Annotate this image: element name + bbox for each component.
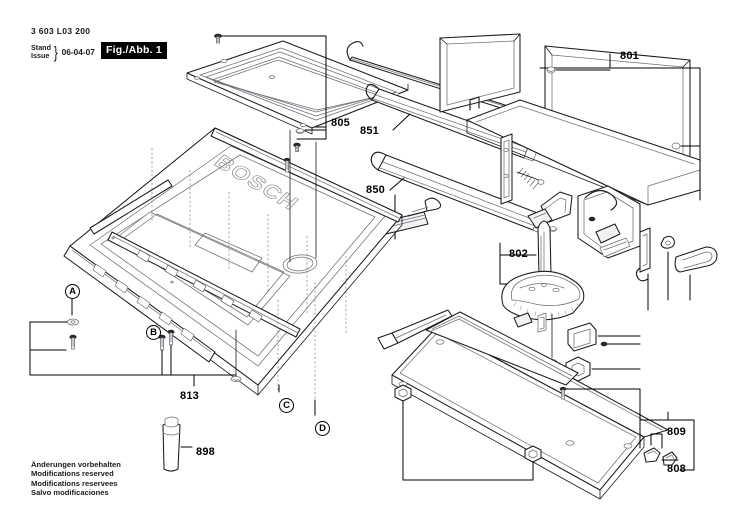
callout-label-802: 802 bbox=[509, 248, 528, 260]
callout-label-805: 805 bbox=[331, 117, 350, 129]
callout-label-801: 801 bbox=[620, 50, 639, 62]
hex-nut-mid bbox=[524, 445, 542, 463]
part-801-rear-panels bbox=[439, 33, 701, 206]
table-pins bbox=[283, 129, 317, 263]
table-clip-row-mid bbox=[136, 249, 263, 323]
issue-block: Stand Issue } 06-04-07 bbox=[31, 42, 95, 62]
stand-label: Stand bbox=[31, 43, 51, 52]
fastener-group-A bbox=[29, 295, 79, 351]
part-number: 3 603 L03 200 bbox=[31, 26, 91, 36]
disclaimer-fr: Modifications reservees bbox=[31, 478, 118, 488]
hex-nut-left bbox=[394, 384, 412, 402]
callout-label-808: 808 bbox=[667, 463, 686, 475]
disclaimer-footer: Änderungen vorbehalten Modifications res… bbox=[31, 460, 121, 497]
table-clip-row-left bbox=[92, 263, 195, 342]
right-small-parts bbox=[635, 227, 718, 311]
brace-glyph: } bbox=[53, 42, 58, 62]
part-809-extension-table bbox=[391, 311, 695, 500]
callout-label-898: 898 bbox=[196, 446, 215, 458]
callout-label-850: 850 bbox=[366, 184, 385, 196]
callout-label-813: 813 bbox=[180, 390, 199, 402]
disclaimer-de: Änderungen vorbehalten bbox=[31, 460, 121, 469]
figure-badge: Fig./Abb. 1 bbox=[101, 42, 167, 59]
callout-label-809: 809 bbox=[667, 426, 686, 438]
disclaimer-es: Salvo modificaciones bbox=[31, 487, 109, 497]
reference-mark-B: B bbox=[146, 325, 161, 340]
spring-802 bbox=[516, 167, 545, 190]
part-805-guide-rail bbox=[186, 33, 409, 152]
reference-mark-C: C bbox=[279, 398, 294, 413]
main-table-813: BOSCH bbox=[29, 127, 403, 416]
part-808-clips bbox=[643, 433, 679, 466]
issue-labels: Stand Issue bbox=[31, 43, 51, 61]
issue-label: Issue bbox=[31, 51, 50, 61]
fastener-805-top bbox=[214, 33, 222, 44]
wing-knob-850 bbox=[407, 197, 442, 217]
fastener-805-right bbox=[293, 128, 305, 152]
left-angle-guide bbox=[377, 309, 453, 350]
disclaimer-en: Modifications reserved bbox=[31, 469, 114, 479]
part-898-grease-tube bbox=[162, 416, 193, 472]
screw-809-right bbox=[559, 386, 641, 449]
reference-mark-D: D bbox=[315, 421, 330, 436]
reference-mark-A: A bbox=[65, 284, 80, 299]
part-802-mechanism-group bbox=[499, 133, 641, 294]
callout-label-851: 851 bbox=[360, 125, 379, 137]
issue-date: 06-04-07 bbox=[61, 47, 95, 58]
